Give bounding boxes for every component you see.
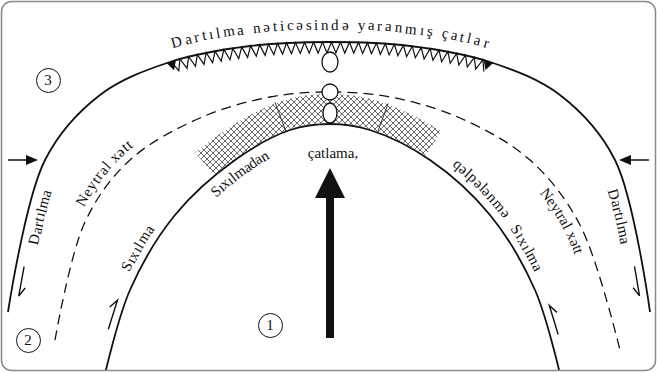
fold-layers bbox=[8, 42, 650, 370]
label-letter: a bbox=[385, 19, 393, 34]
zone-label: çatlama, bbox=[306, 145, 360, 162]
label-letter: l bbox=[466, 31, 473, 47]
label-letter: s bbox=[306, 18, 312, 33]
void-opening bbox=[323, 103, 337, 123]
label-letter bbox=[351, 18, 355, 33]
push-arrow bbox=[629, 159, 649, 161]
slip-arrow bbox=[549, 305, 558, 334]
label-letter: r bbox=[377, 19, 383, 34]
push-arrowhead bbox=[26, 155, 38, 165]
void-opening bbox=[322, 52, 338, 72]
label-letter: ı bbox=[419, 23, 425, 38]
label-letter: d bbox=[331, 17, 339, 32]
label-letter: D bbox=[169, 34, 183, 51]
crack-end bbox=[484, 60, 494, 70]
label-letter: ə bbox=[263, 19, 271, 35]
label-letter: m bbox=[404, 21, 417, 37]
label-letter: ç bbox=[440, 26, 449, 42]
label-letter: a bbox=[450, 28, 459, 44]
callout-number: 1 bbox=[258, 313, 283, 338]
inner-layer-line bbox=[105, 124, 560, 370]
zone-divider bbox=[275, 102, 286, 131]
label-letter: t bbox=[272, 19, 277, 34]
slip-arrow bbox=[108, 300, 117, 329]
label-letter: t bbox=[200, 28, 207, 44]
callout-text: 1 bbox=[266, 318, 274, 333]
slip-arrow bbox=[19, 267, 25, 296]
label-letter: l bbox=[214, 26, 221, 41]
callout-text: 2 bbox=[24, 333, 32, 348]
label-letter: t bbox=[459, 29, 466, 45]
callout-number: 2 bbox=[16, 328, 41, 353]
label-letter: n bbox=[394, 20, 403, 36]
neutral-line bbox=[55, 92, 620, 350]
label-letter: y bbox=[357, 18, 365, 33]
label-letter: ı bbox=[207, 27, 214, 42]
label-letter: i bbox=[279, 19, 284, 34]
label-letter: a bbox=[368, 18, 375, 33]
label-letter: m bbox=[221, 23, 235, 40]
slip-arrow bbox=[633, 266, 639, 295]
zone-divider bbox=[377, 103, 388, 132]
callout-number: 3 bbox=[36, 68, 61, 93]
void-opening bbox=[322, 84, 338, 100]
crack-end bbox=[167, 60, 177, 70]
callout-text: 3 bbox=[44, 73, 52, 88]
push-arrowhead bbox=[619, 155, 631, 165]
label-letter: ə bbox=[296, 18, 303, 33]
label-letter: ə bbox=[342, 18, 349, 33]
label-letter: a bbox=[236, 22, 245, 38]
label-letter: c bbox=[286, 18, 293, 33]
label-letter: a bbox=[183, 31, 193, 47]
label-letter: r bbox=[482, 35, 491, 51]
label-letter: a bbox=[473, 33, 483, 49]
uplift-arrow bbox=[315, 168, 345, 338]
label-letter: n bbox=[252, 20, 261, 36]
label-letter: r bbox=[192, 30, 200, 46]
label-letter: a bbox=[617, 236, 633, 246]
label-letter: ş bbox=[425, 24, 433, 40]
label-letter: i bbox=[314, 18, 318, 33]
label-letter bbox=[434, 25, 440, 40]
label-letter: n bbox=[321, 17, 329, 32]
label-letter bbox=[245, 21, 251, 36]
push-arrow bbox=[8, 159, 28, 161]
tension-cracks bbox=[171, 42, 484, 72]
